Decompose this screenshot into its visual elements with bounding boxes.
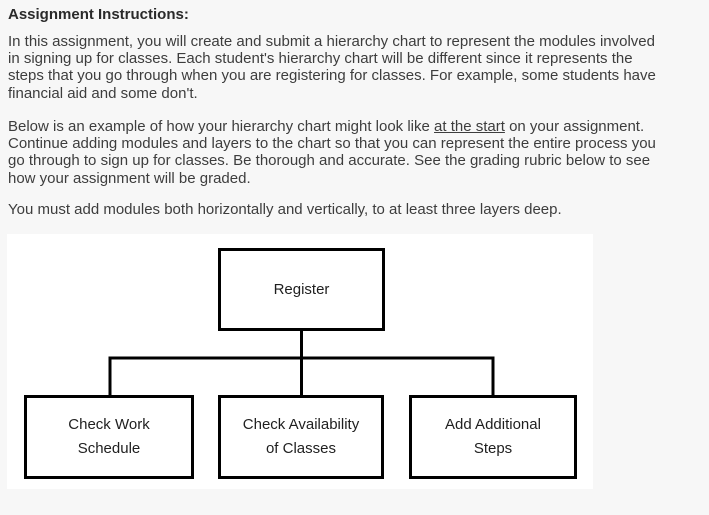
- chart-box-add-additional-steps: Add Additional Steps: [409, 395, 577, 479]
- paragraph-2-text-after: on your assignment. Continue adding modu…: [8, 118, 656, 187]
- hierarchy-chart-canvas: Register Check Work Schedule Check Avail…: [7, 234, 593, 489]
- assignment-instructions-heading: Assignment Instructions:: [8, 6, 189, 23]
- chart-box-check-availability-of-classes-label: Check Availability of Classes: [242, 416, 360, 457]
- paragraph-2-underlined-phrase: at the start: [434, 118, 505, 135]
- chart-box-check-work-schedule-label: Check Work Schedule: [68, 416, 150, 457]
- instructions-paragraph-3: You must add modules both horizontally a…: [8, 201, 562, 218]
- instructions-paragraph-1: In this assignment, you will create and …: [8, 33, 656, 102]
- chart-box-add-additional-steps-label: Add Additional Steps: [445, 416, 541, 457]
- chart-box-register-label: Register: [273, 280, 330, 298]
- connector-lines: [108, 331, 495, 397]
- instructions-paragraph-2: Below is an example of how your hierarch…: [8, 118, 656, 187]
- chart-box-register: Register: [218, 248, 385, 331]
- paragraph-2-text-before: Below is an example of how your hierarch…: [8, 118, 435, 135]
- chart-box-check-work-schedule: Check Work Schedule: [24, 395, 194, 479]
- chart-box-check-availability-of-classes: Check Availability of Classes: [218, 395, 384, 479]
